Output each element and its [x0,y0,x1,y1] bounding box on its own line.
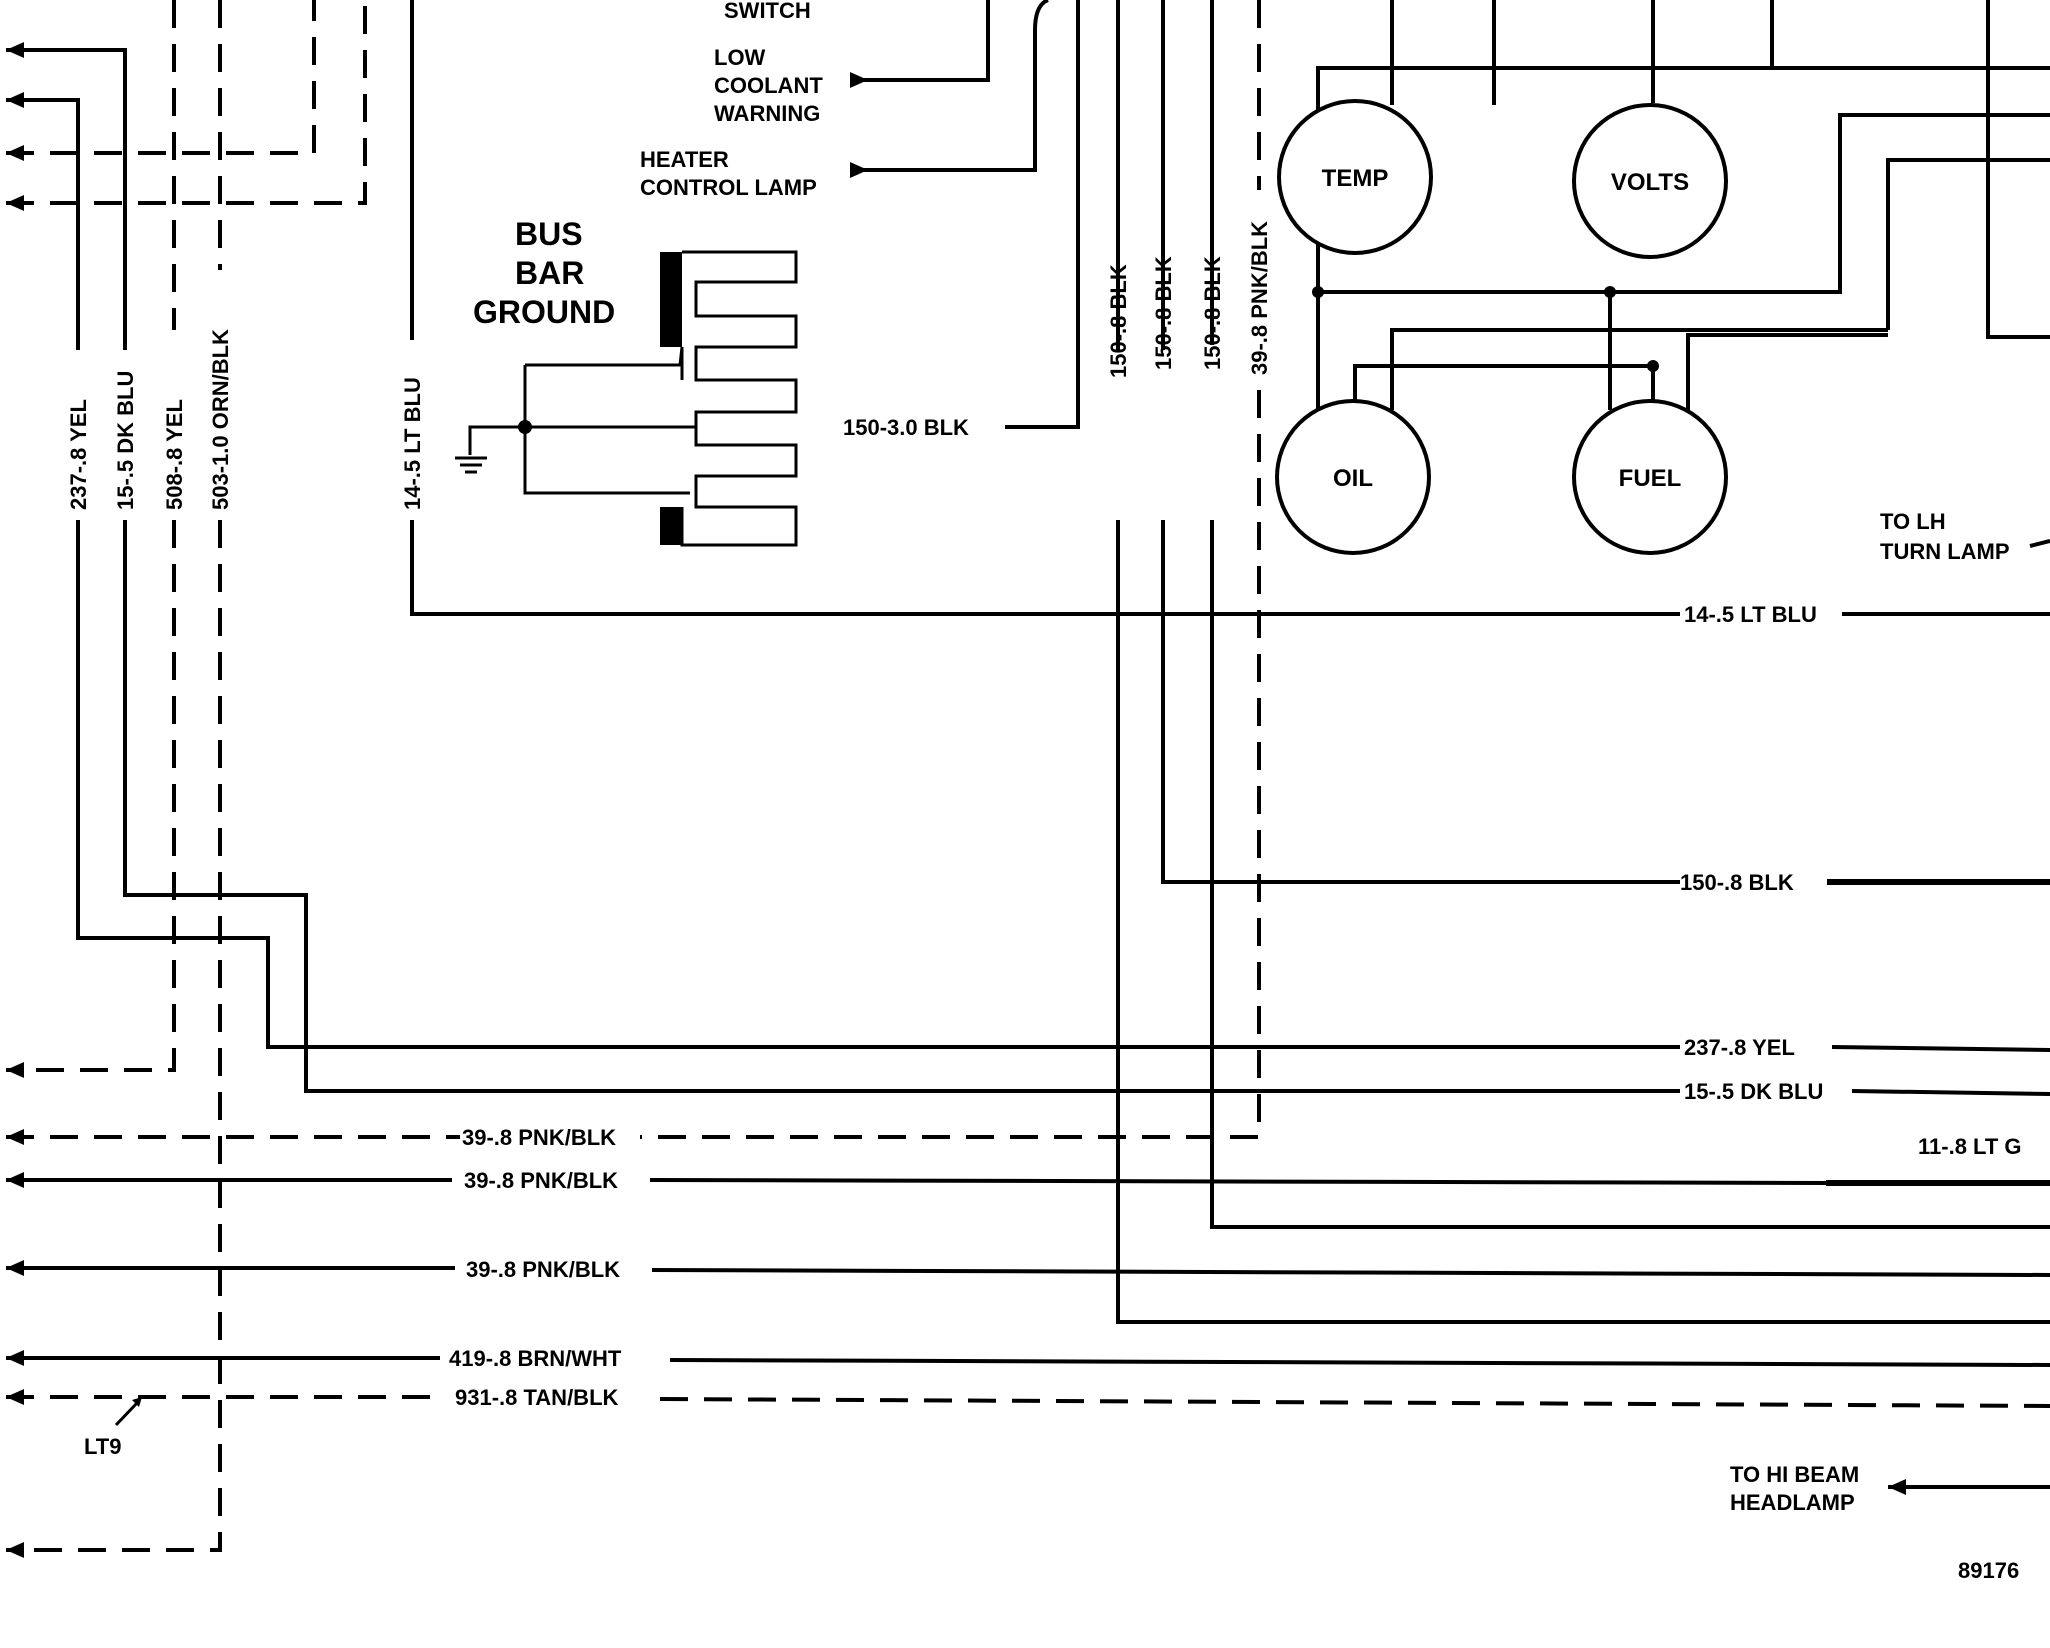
label-419: 419-.8 BRN/WHT [449,1346,622,1371]
gauge-cluster: TEMP VOLTS OIL FUEL [1275,0,2050,555]
hi-beam-line1: TO HI BEAM [1730,1462,1859,1487]
label-508-vertical: 508-.8 YEL [162,399,187,510]
wire-503-run [6,520,222,1552]
heater-line1: HEATER [640,147,729,172]
label-15-horizontal: 15-.5 DK BLU [1684,1079,1823,1104]
low-coolant-line1: LOW [714,45,766,70]
label-39-a: 39-.8 PNK/BLK [464,1168,618,1193]
wire-14-run [410,520,1680,616]
label-931: 931-.8 TAN/BLK [455,1385,619,1410]
bus-label-3: GROUND [473,294,615,330]
label-150c-vertical: 150-.8 BLK [1200,256,1225,370]
wire-low-coolant [850,0,990,82]
vertical-labels-left: 237-.8 YEL 15-.5 DK BLU 508-.8 YEL 503-1… [66,329,425,510]
wire-150b-run [1161,520,1680,884]
hi-beam-line2: HEADLAMP [1730,1490,1855,1515]
label-39-dash: 39-.8 PNK/BLK [462,1125,616,1150]
figure-number: 89176 [1958,1558,2019,1583]
label-14-vertical: 14-.5 LT BLU [400,377,425,510]
wire-150c-run [1210,520,2050,1229]
label-150b-vertical: 150-.8 BLK [1151,256,1176,370]
wire-237-top [6,98,80,350]
switch-label: SWITCH [724,0,811,23]
oil-label: OIL [1333,465,1373,492]
left-wire-bundle [6,0,1680,1558]
label-14-horizontal: 14-.5 LT BLU [1684,602,1817,627]
low-coolant-line2: COOLANT [714,73,823,98]
temp-gauge [1277,99,1433,255]
wire-15-run [123,520,1680,1093]
wire-dash-top-a [6,0,316,155]
wire-508-run [6,520,176,1072]
label-39-b: 39-.8 PNK/BLK [466,1257,620,1282]
wire-heater [850,0,1049,172]
label-237-horizontal: 237-.8 YEL [1684,1035,1795,1060]
heater-line2: CONTROL LAMP [640,175,817,200]
label-150-horizontal: 150-.8 BLK [1680,870,1794,895]
fuel-label: FUEL [1619,465,1682,492]
wire-39-run [640,390,1261,1139]
fuel-gauge [1572,399,1728,555]
label-503-vertical: 503-1.0 ORN/BLK [208,329,233,510]
bus-label-2: BAR [515,255,584,291]
label-11-horizontal: 11-.8 LT G [1918,1134,2022,1159]
temp-label: TEMP [1322,165,1389,192]
lh-turn-line1: TO LH [1880,509,1946,534]
wire-15-top [6,48,127,350]
wire-150-3-run [1005,0,1080,429]
label-15-vertical: 15-.5 DK BLU [113,371,138,510]
wire-237-run [76,520,1680,1049]
label-150-3: 150-3.0 BLK [843,415,969,440]
oil-gauge [1275,399,1431,555]
volts-label: VOLTS [1611,169,1689,196]
wire-150a-run [1116,520,2050,1324]
label-150a-vertical: 150-.8 BLK [1106,264,1131,378]
vertical-labels-center: 150-.8 BLK 150-.8 BLK 150-.8 BLK 39-.8 P… [1106,221,1272,378]
lh-turn-line2: TURN LAMP [1880,539,2010,564]
lt9-label: LT9 [84,1434,121,1459]
volts-gauge [1572,103,1728,259]
bus-label-1: BUS [515,216,583,252]
wire-dash-top-b [6,0,367,205]
label-237-vertical: 237-.8 YEL [66,399,91,510]
low-coolant-line3: WARNING [714,101,820,126]
bus-bar-ground [455,250,798,547]
label-39-vertical: 39-.8 PNK/BLK [1247,221,1272,375]
